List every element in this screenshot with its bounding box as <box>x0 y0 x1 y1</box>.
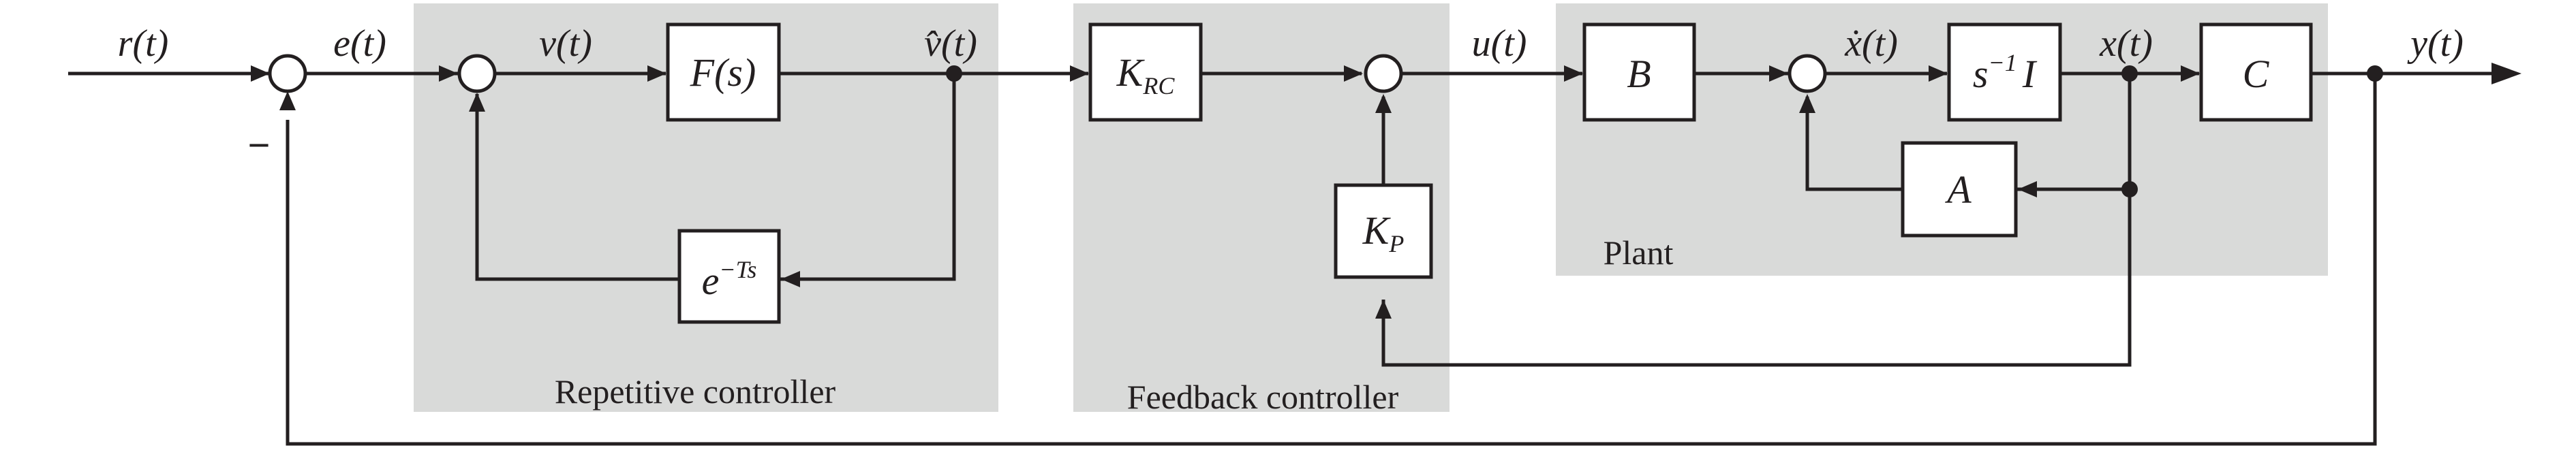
signal-v: v(t) <box>539 22 592 65</box>
block-krc <box>1088 22 1203 122</box>
arrow-output-y <box>2491 63 2521 84</box>
arrow-into-sum3 <box>1344 65 1363 82</box>
signal-y: y(t) <box>2407 22 2464 65</box>
label-C: C <box>2243 52 2270 96</box>
signal-u: u(t) <box>1472 22 1527 65</box>
arrowheads <box>251 63 2521 319</box>
block-integrator <box>1947 22 2062 122</box>
summing-junction-3 <box>1364 54 1403 93</box>
arrow-into-A <box>2018 181 2037 197</box>
arrow-into-sum4-bottom <box>1799 94 1815 113</box>
arrow-into-kp <box>1375 300 1392 319</box>
signal-vhat: v̂(t) <box>924 22 977 65</box>
label-plant: Plant <box>1604 234 1674 272</box>
signal-wires <box>68 71 2494 446</box>
label-F: F(s) <box>690 50 756 95</box>
arrow-into-C <box>2181 65 2200 82</box>
arrow-into-sum2 <box>439 65 458 82</box>
branch-dot-x-top <box>2121 65 2138 82</box>
arrow-into-F <box>647 65 666 82</box>
arrow-into-sum3-bottom <box>1375 94 1392 113</box>
arrow-into-B <box>1564 65 1583 82</box>
block-F <box>666 22 781 122</box>
minus-sign: − <box>248 123 271 166</box>
label-A: A <box>1944 167 1972 212</box>
label-krc: KRC <box>1116 50 1176 99</box>
block-C <box>2199 22 2313 122</box>
label-kp: KP <box>1362 208 1405 257</box>
block-B <box>1582 22 1696 122</box>
summing-junction-4 <box>1788 54 1827 93</box>
arrow-into-sum1-bottom <box>279 91 296 110</box>
label-delay: e−Ts <box>702 256 757 303</box>
arrow-into-sum2-bottom <box>469 93 485 112</box>
label-feedback-controller: Feedback controller <box>1127 378 1399 416</box>
branch-dot-y <box>2367 65 2383 82</box>
block-kp <box>1334 183 1433 279</box>
signal-e: e(t) <box>333 22 386 65</box>
label-repetitive-controller: Repetitive controller <box>555 372 836 411</box>
arrow-into-sum4 <box>1769 65 1788 82</box>
arrow-into-sum1 <box>251 65 270 82</box>
signal-x: x(t) <box>2099 22 2153 65</box>
block-A <box>1901 141 2018 238</box>
summing-junction-2 <box>457 54 497 93</box>
arrow-into-krc <box>1070 65 1089 82</box>
arrow-into-delay <box>781 271 800 287</box>
signal-r: r(t) <box>118 22 169 65</box>
arrow-into-integrator <box>1929 65 1948 82</box>
branch-dot-x-middle <box>2121 181 2138 197</box>
label-B: B <box>1627 52 1651 96</box>
branch-dot-vhat <box>946 65 962 82</box>
block-delay <box>677 229 781 324</box>
summing-junction-1 <box>268 54 307 93</box>
signal-xdot: ẋ(t) <box>1844 22 1898 65</box>
